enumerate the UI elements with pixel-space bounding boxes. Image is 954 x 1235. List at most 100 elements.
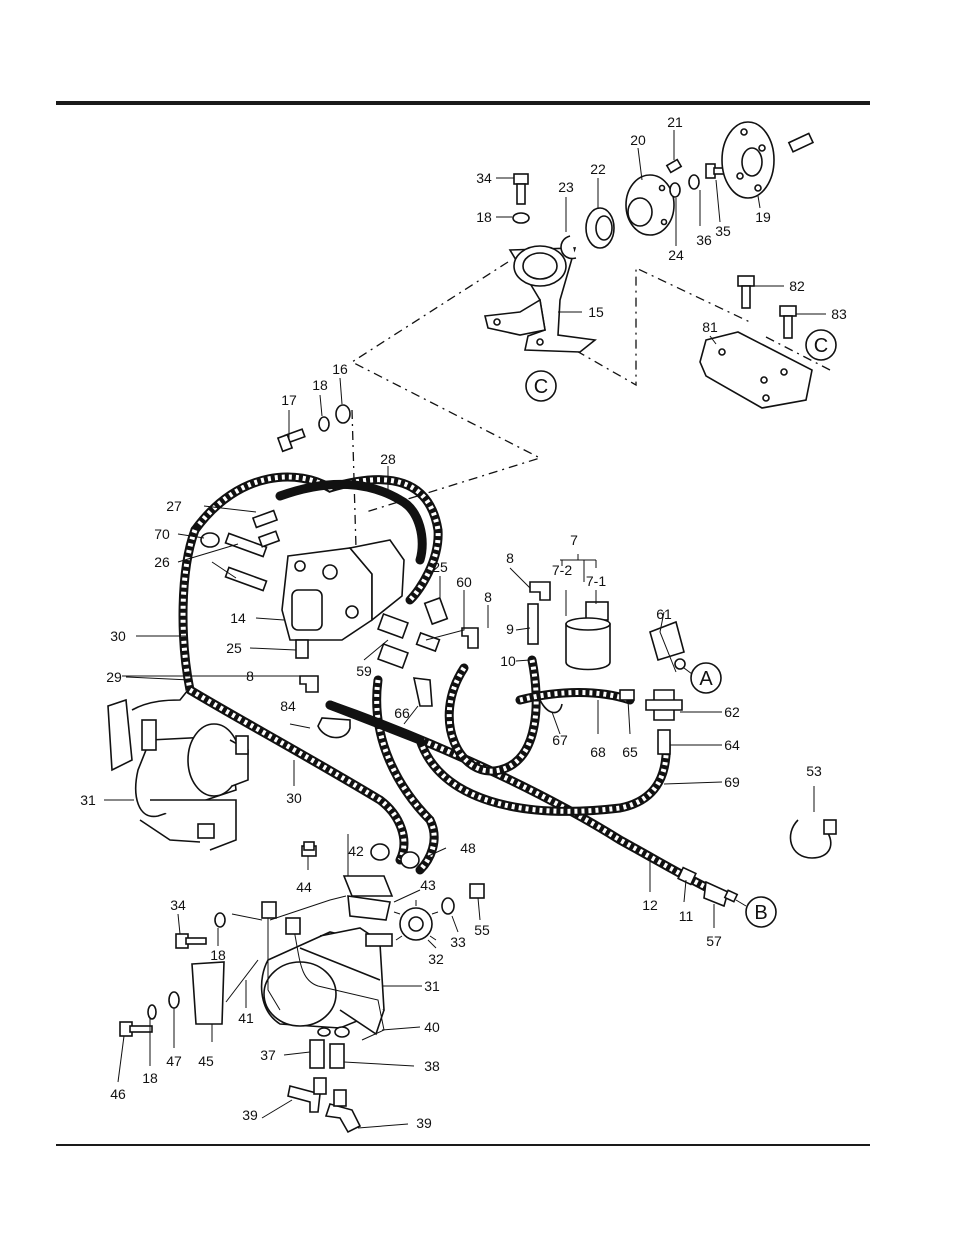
callout: 60 bbox=[456, 574, 472, 590]
bolt-part bbox=[514, 174, 528, 204]
washer-part bbox=[513, 213, 529, 223]
bracket-part bbox=[192, 962, 224, 1024]
callout: 21 bbox=[667, 114, 683, 130]
bearing-housing-part bbox=[485, 246, 595, 352]
callout: 42 bbox=[348, 843, 364, 859]
callout: 18 bbox=[142, 1070, 158, 1086]
ref-label-c-upper: C bbox=[534, 376, 548, 398]
callout: 34 bbox=[476, 170, 492, 186]
callout: 28 bbox=[380, 451, 396, 467]
bearing-part bbox=[586, 208, 614, 248]
washer-part bbox=[689, 175, 699, 189]
callout: 18 bbox=[312, 377, 328, 393]
callout: 8 bbox=[484, 589, 492, 605]
callout: 65 bbox=[622, 744, 638, 760]
callout: 68 bbox=[590, 744, 606, 760]
callout: 23 bbox=[558, 179, 574, 195]
callout: 7-1 bbox=[586, 573, 606, 589]
callout: 84 bbox=[280, 698, 296, 714]
callout: 62 bbox=[724, 704, 740, 720]
bracket-part bbox=[344, 876, 392, 896]
bracket-part bbox=[348, 896, 390, 920]
callout: 40 bbox=[424, 1019, 440, 1035]
callout: 19 bbox=[755, 209, 771, 225]
ref-label-c-plate: C bbox=[814, 335, 828, 357]
callout: 31 bbox=[80, 792, 96, 808]
callout: 69 bbox=[724, 774, 740, 790]
plate-part bbox=[700, 332, 812, 408]
callout: 44 bbox=[296, 879, 312, 895]
callout: 14 bbox=[230, 610, 246, 626]
coupling-part bbox=[722, 122, 774, 198]
bolt-part bbox=[738, 276, 754, 308]
callout: 66 bbox=[394, 705, 410, 721]
mounting-plate-group bbox=[700, 276, 812, 408]
callout: 57 bbox=[706, 933, 722, 949]
callout: 24 bbox=[668, 247, 684, 263]
callout: 12 bbox=[642, 897, 658, 913]
callout: 70 bbox=[154, 526, 170, 542]
callout: 38 bbox=[424, 1058, 440, 1074]
callout: 55 bbox=[474, 922, 490, 938]
callout: 36 bbox=[696, 232, 712, 248]
callout: 33 bbox=[450, 934, 466, 950]
gear-part bbox=[394, 900, 438, 940]
callout: 7 bbox=[570, 532, 578, 548]
bolt-part bbox=[780, 306, 796, 338]
callout: 18 bbox=[210, 947, 226, 963]
callout: 7-2 bbox=[552, 562, 572, 578]
callout: 30 bbox=[286, 790, 302, 806]
callout: 30 bbox=[110, 628, 126, 644]
callout: 16 bbox=[332, 361, 348, 377]
callout: 83 bbox=[831, 306, 847, 322]
ref-label-b: B bbox=[754, 902, 767, 924]
clamp-part bbox=[540, 700, 562, 713]
callout: 81 bbox=[702, 319, 718, 335]
callout: 45 bbox=[198, 1053, 214, 1069]
callout: 53 bbox=[806, 763, 822, 779]
callout: 43 bbox=[420, 877, 436, 893]
callout: 8 bbox=[506, 550, 514, 566]
callout: 8 bbox=[246, 668, 254, 684]
ref-label-a: A bbox=[699, 668, 713, 690]
callout: 25 bbox=[226, 640, 242, 656]
callout: 11 bbox=[679, 908, 694, 924]
stud-part bbox=[667, 160, 681, 173]
callout: 35 bbox=[715, 223, 731, 239]
callout: 18 bbox=[476, 209, 492, 225]
hose-clamp-part bbox=[790, 820, 836, 858]
callout: 26 bbox=[154, 554, 170, 570]
callout: 17 bbox=[281, 392, 297, 408]
clamp-part bbox=[318, 718, 350, 738]
callout: 39 bbox=[416, 1115, 432, 1131]
callout: 59 bbox=[356, 663, 372, 679]
callout: 48 bbox=[460, 840, 476, 856]
bearing-housing-group bbox=[485, 122, 813, 352]
callout: 64 bbox=[724, 737, 740, 753]
callout: 27 bbox=[166, 498, 182, 514]
callout: 61 bbox=[656, 606, 672, 622]
callout: 82 bbox=[789, 278, 805, 294]
callout: 10 bbox=[500, 653, 516, 669]
callout: 9 bbox=[506, 621, 514, 637]
flange-part bbox=[626, 175, 674, 235]
callout: 67 bbox=[552, 732, 568, 748]
lower-fittings bbox=[288, 1027, 360, 1132]
callout: 39 bbox=[242, 1107, 258, 1123]
callout: 37 bbox=[260, 1047, 276, 1063]
tee-fitting-group bbox=[620, 622, 685, 754]
callout: 32 bbox=[428, 951, 444, 967]
callout: 34 bbox=[170, 897, 186, 913]
callout: 47 bbox=[166, 1053, 182, 1069]
callout: 31 bbox=[424, 978, 440, 994]
callout: 15 bbox=[588, 304, 604, 320]
callout: 22 bbox=[590, 161, 606, 177]
callout: 41 bbox=[238, 1010, 254, 1026]
end-fitting-group bbox=[678, 868, 737, 906]
washer-part bbox=[670, 183, 680, 197]
callout: 29 bbox=[106, 669, 122, 685]
callout: 46 bbox=[110, 1086, 126, 1102]
lower-pump-part bbox=[262, 928, 392, 1034]
